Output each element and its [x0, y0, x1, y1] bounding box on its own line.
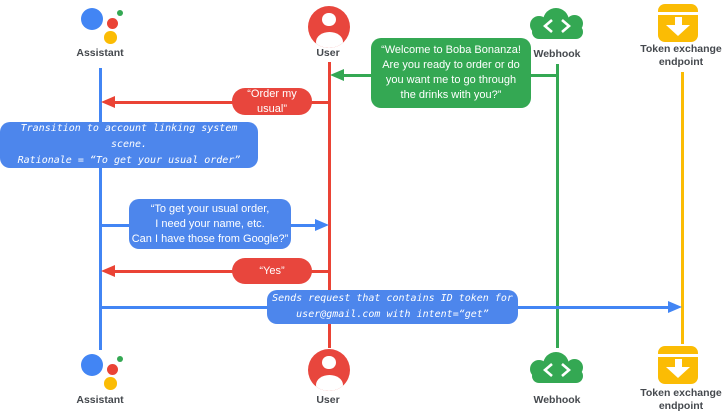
download-box-icon: [658, 4, 698, 42]
webhook-label-bottom: Webhook: [533, 394, 581, 406]
assistant-label-bottom: Assistant: [76, 394, 124, 406]
assistant-label-top: Assistant: [76, 47, 124, 59]
order-my-usual-message: “Order my usual”: [232, 88, 312, 115]
usual-order-message: “To get your usual order, I need your na…: [129, 199, 291, 249]
user-label-bottom: User: [316, 394, 340, 406]
webhook-lifeline: [556, 64, 559, 348]
google-assistant-icon: [78, 2, 124, 48]
download-box-icon: [658, 346, 698, 384]
webhook-label-top: Webhook: [533, 48, 581, 60]
token-endpoint-lifeline: [681, 72, 684, 344]
token-endpoint-label-top: Token exchange endpoint: [640, 43, 722, 68]
person-icon: [308, 349, 350, 391]
yes-message: “Yes”: [232, 258, 312, 284]
user-label-top: User: [316, 47, 340, 59]
user-lifeline: [328, 62, 331, 348]
person-icon: [308, 6, 350, 48]
cloud-code-icon: [529, 352, 586, 384]
user-to-assistant-arrow-order: [101, 96, 329, 108]
google-assistant-icon: [78, 348, 124, 394]
assistant-lifeline: [99, 68, 102, 350]
user-to-assistant-arrow-yes: [101, 265, 329, 277]
token-endpoint-label-bottom: Token exchange endpoint: [640, 387, 722, 412]
transition-note: Transition to account linking system sce…: [0, 122, 258, 168]
cloud-code-icon: [529, 8, 586, 40]
welcome-message: “Welcome to Boba Bonanza! Are you ready …: [371, 38, 531, 108]
sends-request-note: Sends request that contains ID token for…: [267, 290, 518, 324]
